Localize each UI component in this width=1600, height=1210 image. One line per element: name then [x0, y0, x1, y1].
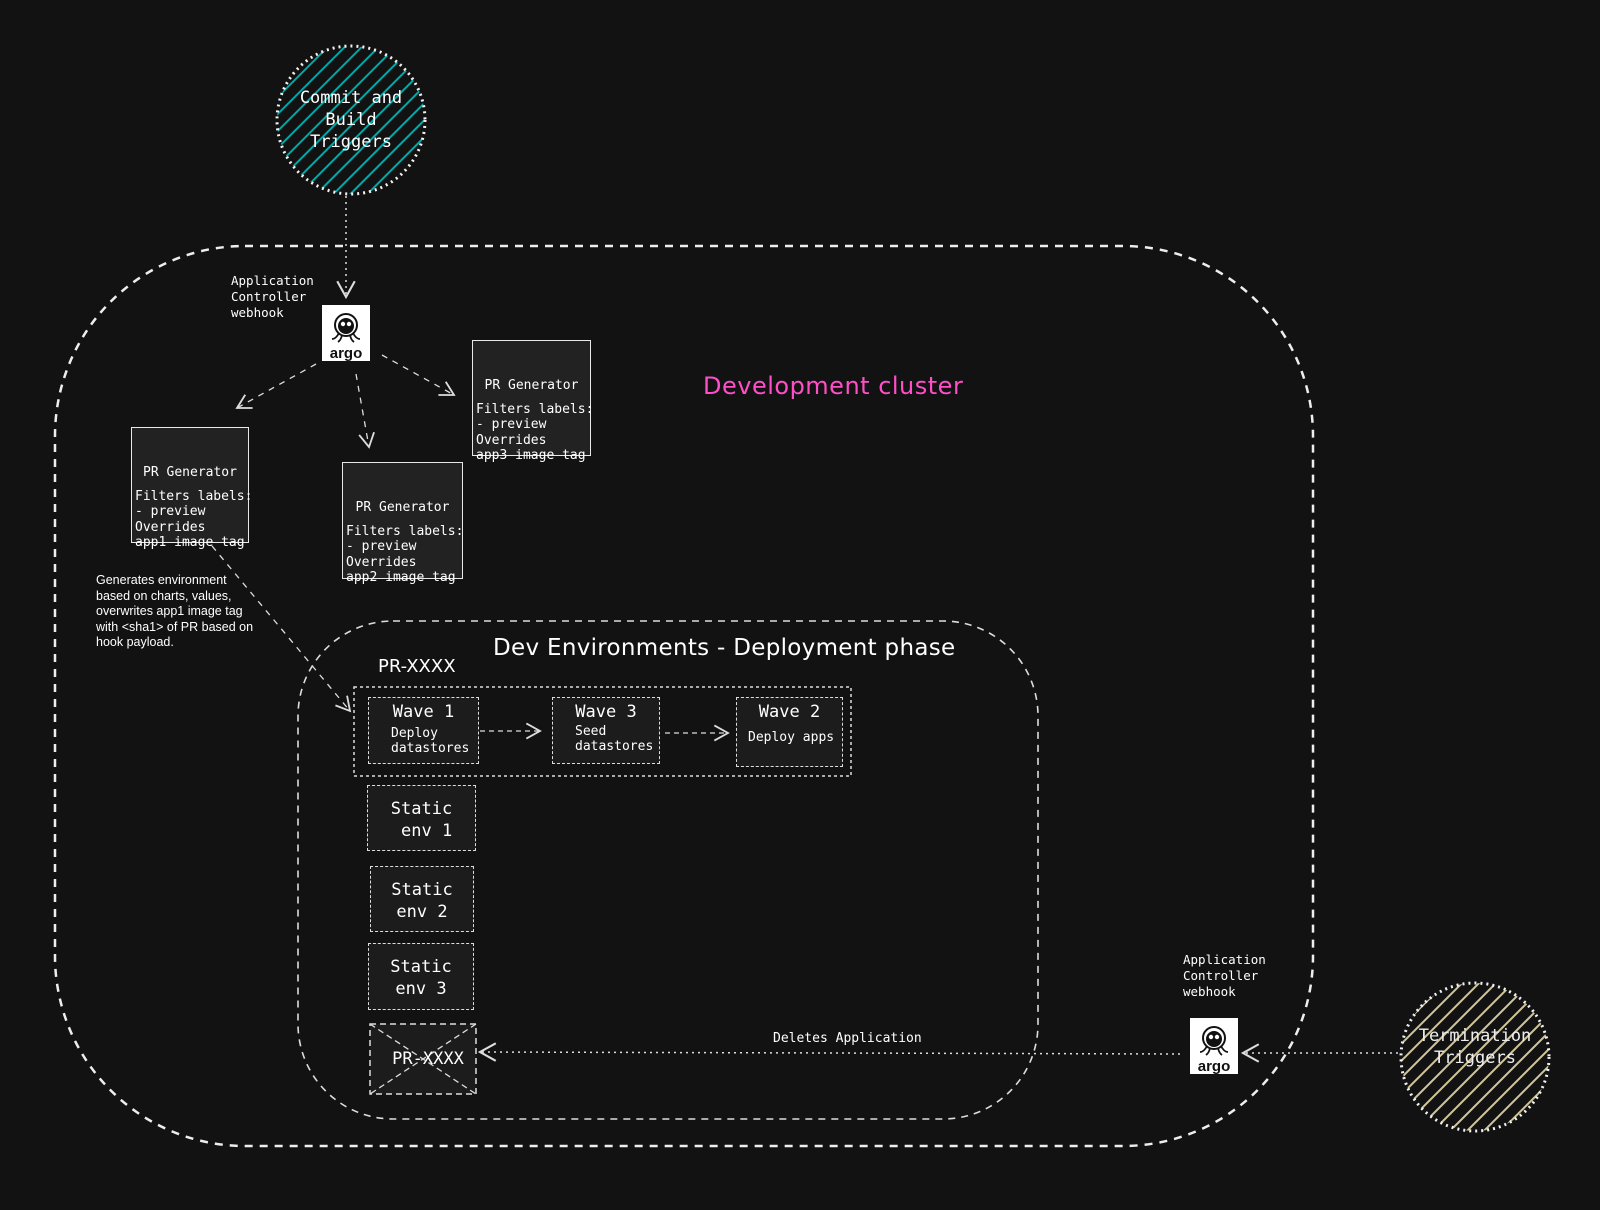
generator-body: Filters labels: - preview Overrides app2…: [346, 523, 464, 586]
wave-subtitle: Seed datastores: [575, 724, 654, 754]
argo-logo-text-bottom: argo: [1198, 1058, 1231, 1074]
generator-body: Filters labels: - preview Overrides app1…: [135, 488, 253, 551]
wave-1-box[interactable]: Wave 1 Deploy datastores: [368, 697, 479, 764]
argo-to-generator3-arrow: [381, 354, 456, 396]
pr-label: PR-XXXX: [378, 656, 456, 677]
wave-title: Wave 3: [575, 702, 637, 722]
generator-title: PR Generator: [484, 378, 579, 393]
top-webhook-label: Application Controller webhook: [231, 273, 314, 320]
static-env-1[interactable]: Static env 1: [367, 785, 476, 851]
argo-to-generator1-arrow: [235, 363, 317, 409]
wave-2-box[interactable]: Wave 2 Deploy apps: [736, 697, 843, 767]
generator-note: Generates environment based on charts, v…: [96, 573, 254, 649]
termination-triggers-label: Termination Triggers: [1418, 1026, 1532, 1068]
deleted-env-label: PR-XXXX: [392, 1049, 464, 1069]
argo-to-deleted-env-arrow: [477, 1042, 1181, 1062]
argo-logo-text: argo: [330, 345, 363, 361]
static-env-2[interactable]: Static env 2: [370, 866, 474, 932]
deleted-env-box: [369, 1023, 477, 1095]
development-cluster-boundary: [53, 244, 1315, 1148]
generator-title: PR Generator: [143, 465, 237, 480]
wave-3-box[interactable]: Wave 3 Seed datastores: [552, 697, 660, 764]
argo-logo-icon[interactable]: argo: [322, 305, 370, 362]
waves-container: [353, 686, 852, 777]
generator-title: PR Generator: [355, 500, 450, 515]
wave-title: Wave 1: [392, 702, 455, 722]
wave-subtitle: Deploy apps: [748, 730, 835, 745]
commit-triggers-label: Commit and Build Triggers: [299, 88, 403, 152]
argo-to-generator2-arrow: [355, 373, 375, 449]
dev-environments-title: Dev Environments - Deployment phase: [493, 635, 956, 661]
static-env-3[interactable]: Static env 3: [368, 943, 474, 1010]
wave-title: Wave 2: [758, 702, 821, 722]
development-cluster-title: Development cluster: [703, 372, 964, 400]
bottom-webhook-label: Application Controller webhook: [1183, 952, 1266, 999]
argo-octopus-icon: argo: [330, 313, 363, 362]
dev-environments-boundary: [297, 620, 1039, 1120]
argo-logo-icon-bottom[interactable]: argo: [1190, 1018, 1238, 1075]
argo-octopus-icon-bottom: argo: [1198, 1026, 1231, 1075]
deletes-application-label: Deletes Application: [773, 1031, 922, 1046]
termination-trigger-circle: [1399, 981, 1551, 1133]
wave-subtitle: Deploy datastores: [391, 726, 470, 756]
generator-body: Filters labels: - preview Overrides app3…: [476, 401, 594, 464]
commit-trigger-circle: [275, 44, 427, 196]
